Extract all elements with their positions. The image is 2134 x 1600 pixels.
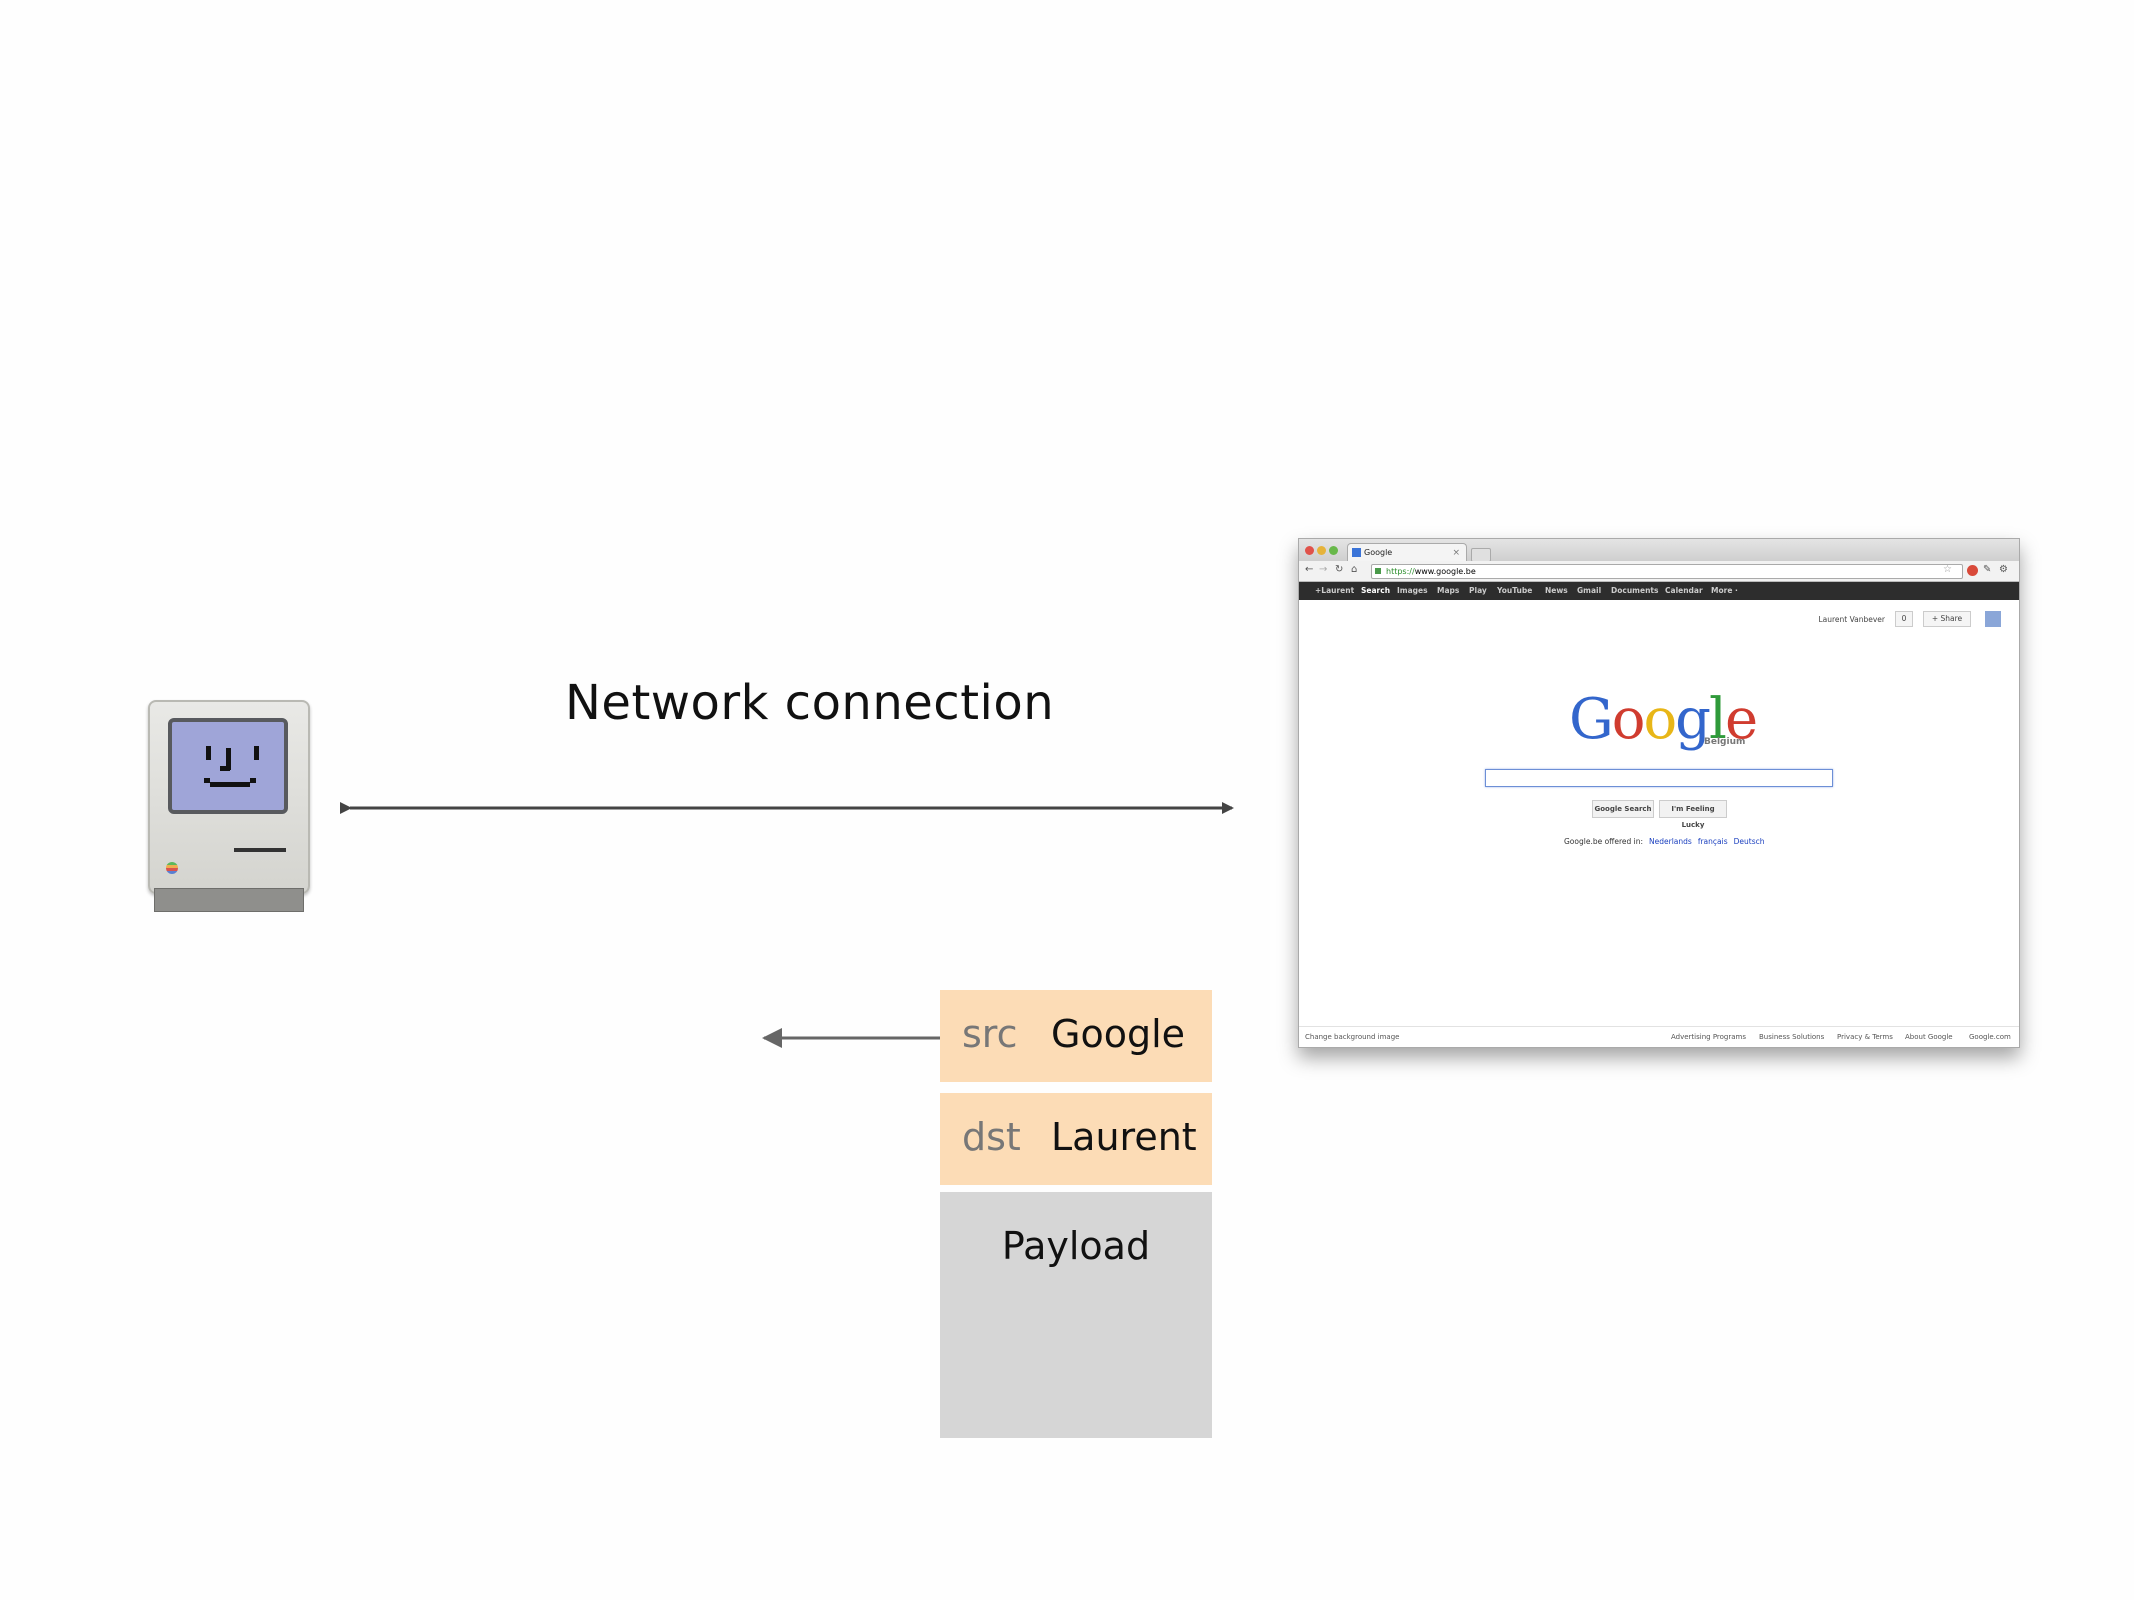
- forward-icon[interactable]: →: [1319, 564, 1328, 575]
- mac-base: [154, 888, 304, 912]
- gbar-item-more[interactable]: More ·: [1711, 586, 1738, 595]
- gbar-item-search[interactable]: Search: [1361, 586, 1391, 595]
- network-connection-label: Network connection: [565, 675, 1055, 731]
- share-button[interactable]: + Share: [1923, 611, 1971, 627]
- packet-dst-field: dst Laurent: [940, 1093, 1212, 1185]
- apple-logo-icon: [166, 862, 178, 874]
- extension-icon[interactable]: [1967, 565, 1978, 576]
- tools-icon[interactable]: ✎: [1983, 564, 1992, 575]
- browser-window: Google × ← → ↻ ⌂ https://www.google.be ☆…: [1298, 538, 2020, 1048]
- close-window-icon[interactable]: [1305, 546, 1314, 555]
- user-row: Laurent Vanbever 0 + Share: [1609, 611, 2009, 627]
- mac-screen: [168, 718, 288, 814]
- language-link-de[interactable]: Deutsch: [1733, 837, 1765, 846]
- src-value: Google: [1051, 1012, 1186, 1056]
- address-bar[interactable]: https://www.google.be: [1371, 564, 1963, 579]
- url-host: www.google.be: [1414, 567, 1476, 576]
- zoom-window-icon[interactable]: [1329, 546, 1338, 555]
- language-link-fr[interactable]: français: [1697, 837, 1728, 846]
- mac-face-left-eye: [206, 746, 211, 760]
- offered-in-line: Google.be offered in: Nederlands français D…: [1564, 837, 1764, 846]
- footer-link-business[interactable]: Business Solutions: [1759, 1033, 1825, 1041]
- mac-face-mouth-right: [250, 778, 256, 783]
- feeling-lucky-button[interactable]: I'm Feeling Lucky: [1659, 800, 1727, 829]
- src-key: src: [962, 1012, 1018, 1056]
- browser-footer: Change background image Advertising Prog…: [1299, 1026, 2019, 1047]
- footer-link-privacy[interactable]: Privacy & Terms: [1837, 1033, 1893, 1041]
- footer-link-google-com[interactable]: Google.com: [1969, 1033, 2011, 1041]
- avatar[interactable]: [1985, 611, 2001, 627]
- home-icon[interactable]: ⌂: [1351, 564, 1358, 575]
- reload-icon[interactable]: ↻: [1335, 564, 1344, 575]
- dst-value: Laurent: [1051, 1115, 1197, 1159]
- language-link-nl[interactable]: Nederlands: [1649, 837, 1692, 846]
- lock-icon: [1375, 568, 1381, 574]
- offered-in-label: Google.be offered in:: [1564, 837, 1644, 846]
- footer-link-about[interactable]: About Google: [1905, 1033, 1953, 1041]
- mac-face-nose: [226, 748, 231, 770]
- mac-case: [148, 700, 310, 894]
- mac-floppy-slot: [234, 848, 286, 852]
- search-input[interactable]: [1485, 769, 1833, 787]
- gbar-item-gmail[interactable]: Gmail: [1577, 586, 1602, 595]
- new-tab-button[interactable]: [1471, 548, 1491, 562]
- mac-face-mouth-left: [204, 778, 210, 783]
- google-search-button[interactable]: Google Search: [1592, 800, 1654, 818]
- bookmark-star-icon[interactable]: ☆: [1943, 564, 1952, 575]
- gbar-item-maps[interactable]: Maps: [1437, 586, 1460, 595]
- google-bar: +Laurent Search Images Maps Play YouTube…: [1299, 582, 2019, 600]
- user-name[interactable]: Laurent Vanbever: [1818, 615, 1885, 624]
- browser-titlebar: Google ×: [1299, 539, 2019, 562]
- browser-tab[interactable]: Google ×: [1347, 543, 1467, 561]
- footer-link-advertising[interactable]: Advertising Programs: [1671, 1033, 1747, 1041]
- payload-label: Payload: [1001, 1224, 1151, 1268]
- gbar-item-images[interactable]: Images: [1397, 586, 1428, 595]
- mac-computer-icon: [146, 700, 310, 912]
- gbar-item-plus[interactable]: +Laurent: [1315, 586, 1355, 595]
- url-scheme: https://: [1386, 567, 1415, 576]
- minimize-window-icon[interactable]: [1317, 546, 1326, 555]
- wrench-menu-icon[interactable]: ⚙: [1999, 564, 2008, 575]
- packet-payload-field: Payload: [940, 1192, 1212, 1438]
- packet-src-field: src Google: [940, 990, 1212, 1082]
- google-favicon-icon: [1352, 548, 1361, 557]
- mac-face-right-eye: [254, 746, 259, 760]
- gbar-item-calendar[interactable]: Calendar: [1665, 586, 1703, 595]
- dst-key: dst: [962, 1115, 1021, 1159]
- notification-count[interactable]: 0: [1895, 611, 1913, 627]
- gbar-item-play[interactable]: Play: [1469, 586, 1487, 595]
- browser-toolbar: ← → ↻ ⌂ https://www.google.be ☆ ✎ ⚙: [1299, 561, 2019, 582]
- gbar-item-documents[interactable]: Documents: [1611, 586, 1659, 595]
- mac-face-mouth: [210, 782, 250, 787]
- logo-subtitle: Belgium: [1704, 737, 1746, 747]
- close-tab-icon[interactable]: ×: [1452, 548, 1460, 558]
- google-logo: Google: [1569, 687, 1758, 752]
- back-icon[interactable]: ←: [1305, 564, 1314, 575]
- gbar-item-news[interactable]: News: [1545, 586, 1568, 595]
- tab-title: Google: [1364, 548, 1393, 557]
- gbar-item-youtube[interactable]: YouTube: [1497, 586, 1533, 595]
- change-background-link[interactable]: Change background image: [1305, 1033, 1400, 1041]
- mac-face-nose-base: [220, 766, 230, 771]
